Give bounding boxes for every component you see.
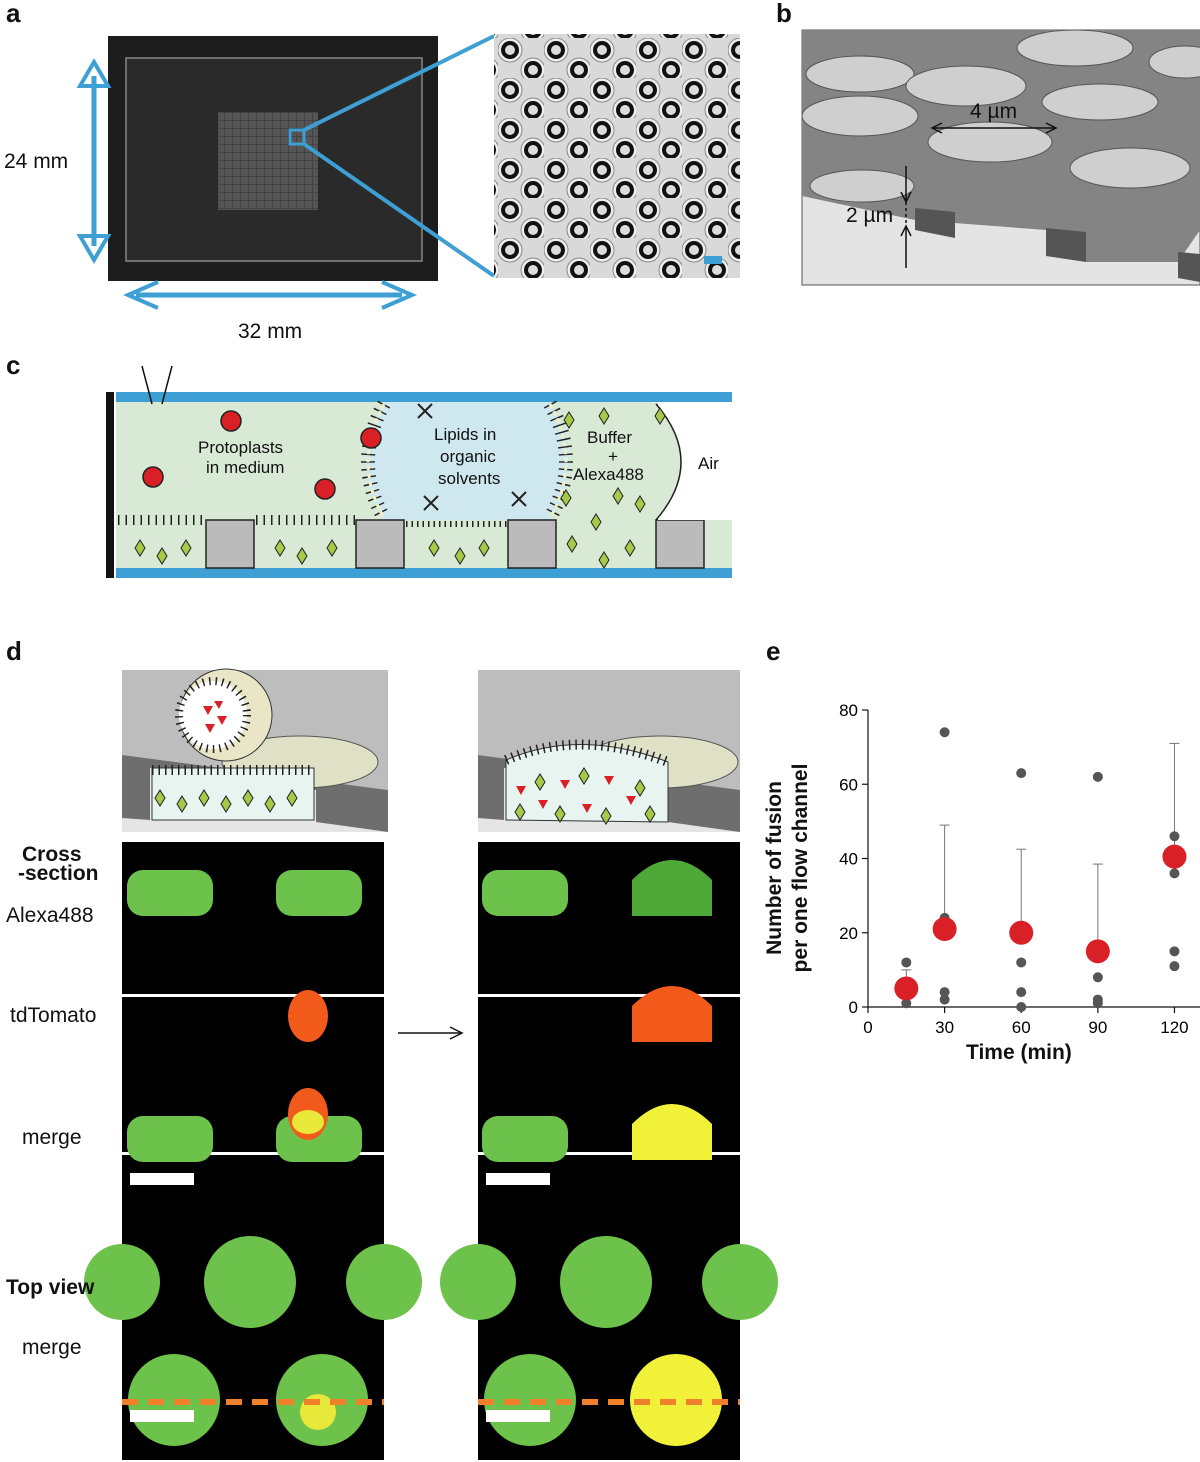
- top-view-left: [84, 1210, 422, 1460]
- panel-label-c: c: [6, 350, 21, 380]
- data-point: [901, 998, 912, 1009]
- x-tick-label: 90: [1088, 1018, 1107, 1037]
- data-point: [901, 957, 912, 968]
- panel-label-b: b: [776, 0, 792, 28]
- data-point: [1016, 987, 1027, 998]
- y-axis-title-line-1: Number of fusion: [763, 781, 786, 955]
- lipids-label-2: organic: [440, 447, 496, 466]
- merge-label-2: merge: [22, 1336, 82, 1359]
- buffer-label-1: Buffer: [587, 428, 633, 447]
- lipids-label-3: solvents: [438, 469, 501, 488]
- micrograph: [494, 34, 740, 278]
- data-point: [939, 987, 950, 998]
- x-tick-label: 60: [1012, 1018, 1031, 1037]
- x-tick-label: 0: [863, 1018, 872, 1037]
- panel-label-e: e: [766, 636, 781, 666]
- fusion-chart: 0 20 40 60 80 0 30 60 90 120: [839, 701, 1200, 1037]
- width-label: 32 mm: [238, 320, 303, 343]
- y-tick-label: 20: [839, 924, 858, 943]
- data-point: [1169, 868, 1180, 879]
- x-axis-title: Time (min): [966, 1041, 1072, 1064]
- data-point: [1169, 946, 1180, 957]
- panel-label-d: d: [6, 636, 22, 666]
- protoplasts-label-1: Protoplasts: [198, 438, 284, 457]
- cross-section-label-2: -section: [18, 862, 99, 885]
- data-point: [1092, 998, 1103, 1009]
- buffer-label-2: +: [608, 447, 618, 466]
- alexa-label: Alexa488: [6, 904, 94, 927]
- y-tick-label: 40: [839, 850, 858, 869]
- x-tick-label: 30: [935, 1018, 954, 1037]
- lipids-label-1: Lipids in: [434, 425, 497, 444]
- buffer-label-3: Alexa488: [573, 465, 644, 484]
- y-tick-label: 0: [849, 998, 858, 1017]
- top-view-right: [440, 1210, 778, 1460]
- protoplasts-label-2: in medium: [206, 458, 285, 477]
- depth-label: 2 µm: [846, 204, 894, 227]
- top-view-label: Top view: [6, 1276, 95, 1299]
- data-point: [939, 994, 950, 1005]
- chip-photo: [108, 36, 438, 281]
- tdtomato-label: tdTomato: [10, 1004, 97, 1027]
- cross-section-label-1: Cross: [22, 843, 82, 866]
- y-axis-title-line-2: per one flow channel: [789, 763, 812, 973]
- height-label: 24 mm: [4, 150, 69, 173]
- data-point: [1016, 768, 1027, 779]
- panel-label-a: a: [6, 0, 21, 28]
- pitch-label: 4 µm: [970, 100, 1018, 123]
- mean-point: [932, 917, 957, 942]
- y-tick-label: 80: [839, 701, 858, 720]
- y-axis-title: Number of fusion per one flow channel: [762, 738, 818, 998]
- air-label: Air: [698, 454, 719, 473]
- data-point: [1169, 831, 1180, 842]
- schematic-before: [122, 668, 388, 832]
- merge-label: merge: [22, 1126, 82, 1149]
- mean-point: [1162, 844, 1187, 869]
- data-point: [1092, 972, 1103, 983]
- schematic-after: [478, 670, 740, 832]
- mean-point: [894, 976, 919, 1001]
- x-tick-label: 120: [1160, 1018, 1188, 1037]
- data-point: [1016, 1002, 1027, 1012]
- mean-point: [1009, 920, 1034, 945]
- data-point: [939, 727, 950, 738]
- mean-point: [1085, 939, 1110, 964]
- y-tick-label: 60: [839, 775, 858, 794]
- data-point: [1016, 957, 1027, 968]
- data-point: [1092, 771, 1103, 782]
- perforated-membrane: [801, 29, 1200, 286]
- flow-channel-diagram: [106, 365, 732, 578]
- data-point: [1169, 961, 1180, 972]
